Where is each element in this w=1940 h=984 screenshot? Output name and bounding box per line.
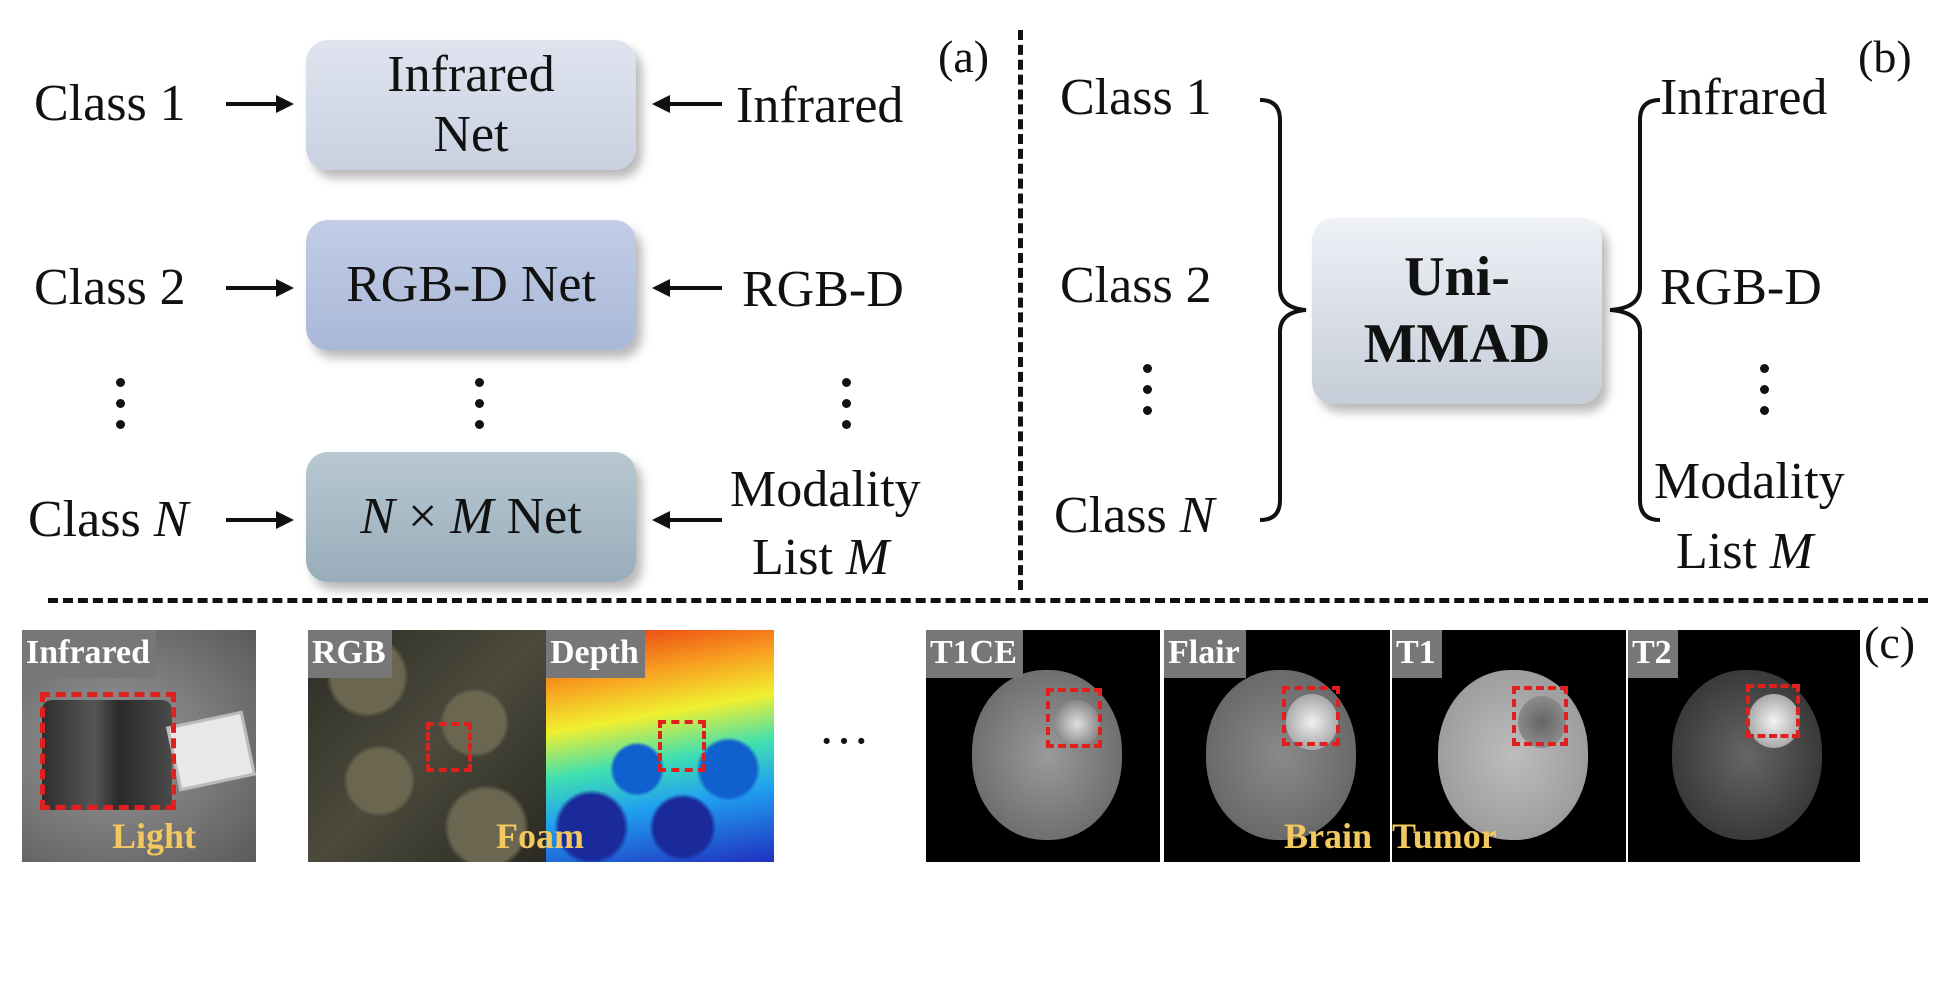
arrow-right-icon xyxy=(226,279,294,297)
arrow-left-icon xyxy=(652,279,722,297)
t1ce-brain-image: T1CE xyxy=(926,630,1160,862)
vertical-ellipsis xyxy=(475,378,487,441)
class-n-label: Class N xyxy=(1054,487,1215,544)
image-tag: RGB xyxy=(308,630,392,678)
tumor-shape xyxy=(1748,694,1800,748)
modality-label: Modality xyxy=(730,461,921,518)
class-2-label: Class 2 xyxy=(1060,257,1212,314)
tumor-shape xyxy=(1054,700,1100,748)
infrared-modality-label: Infrared xyxy=(1660,69,1828,126)
class-2-label: Class 2 xyxy=(34,259,186,316)
t2-brain-image: T2 xyxy=(1628,630,1860,862)
rgbd-modality-label: RGB-D xyxy=(742,261,904,318)
class-n-label: Class N xyxy=(28,491,189,548)
image-caption: Tumor xyxy=(1392,816,1497,856)
image-caption: Foam xyxy=(496,816,584,856)
panel-c-tag: (c) xyxy=(1864,617,1916,668)
anomaly-box xyxy=(1282,686,1340,746)
horizontal-ellipsis: ··· xyxy=(818,713,870,770)
vertical-ellipsis xyxy=(842,378,854,441)
modality-label: Modality xyxy=(1654,453,1845,510)
anomaly-box xyxy=(1046,688,1102,748)
flair-brain-image: Flair xyxy=(1164,630,1390,862)
image-tag: T2 xyxy=(1628,630,1678,678)
arrow-right-icon xyxy=(226,511,294,529)
infrared-light-image: Infrared Light xyxy=(22,630,256,862)
anomaly-box xyxy=(658,720,706,772)
rgb-foam-image: RGB xyxy=(308,630,546,862)
image-tag: T1CE xyxy=(926,630,1023,678)
anomaly-box xyxy=(1512,686,1568,746)
depth-foam-image: Depth xyxy=(546,630,774,862)
brain-shape xyxy=(1206,670,1356,840)
vertical-ellipsis xyxy=(1143,364,1155,427)
rgbd-net-box: RGB-D Net xyxy=(306,220,636,350)
infrared-modality-label: Infrared xyxy=(736,77,904,134)
anomaly-box xyxy=(40,692,176,810)
usb-body-shape xyxy=(42,700,172,810)
usb-plug-shape xyxy=(165,710,256,792)
vertical-divider xyxy=(1018,30,1023,590)
panel-b-tag: (b) xyxy=(1858,31,1912,82)
nxm-net-box: N × M Net xyxy=(306,452,636,582)
image-tag: Infrared xyxy=(22,630,157,678)
image-caption: Brain xyxy=(1284,816,1373,856)
anomaly-box xyxy=(426,722,472,772)
rgbd-modality-label: RGB-D xyxy=(1660,259,1822,316)
t1-brain-image: T1 xyxy=(1392,630,1626,862)
tumor-shape xyxy=(1286,694,1338,750)
class-1-label: Class 1 xyxy=(1060,69,1212,126)
list-m-label: List M xyxy=(752,529,890,586)
tumor-shape xyxy=(1518,696,1566,748)
vertical-ellipsis xyxy=(116,378,128,441)
arrow-left-icon xyxy=(652,95,722,113)
left-brace-icon xyxy=(1259,98,1307,522)
horizontal-divider xyxy=(48,598,1928,603)
anomaly-box xyxy=(1746,684,1800,738)
vertical-ellipsis xyxy=(1760,364,1772,427)
class-1-label: Class 1 xyxy=(34,75,186,132)
uni-mmad-box: Uni-MMAD xyxy=(1312,218,1602,404)
panel-a-tag: (a) xyxy=(938,31,990,82)
arrow-right-icon xyxy=(226,95,294,113)
infrared-net-box: Infrared Net xyxy=(306,40,636,170)
right-brace-icon xyxy=(1609,98,1661,522)
image-tag: Depth xyxy=(546,630,645,678)
image-tag: Flair xyxy=(1164,630,1246,678)
image-tag: T1 xyxy=(1392,630,1442,678)
image-caption: Light xyxy=(112,816,197,856)
list-m-label: List M xyxy=(1676,523,1814,580)
arrow-left-icon xyxy=(652,511,722,529)
